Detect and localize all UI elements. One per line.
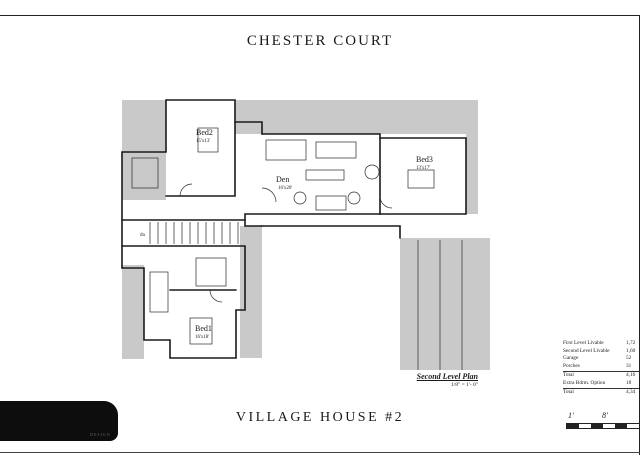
scalebar-segment xyxy=(579,424,591,428)
sqft-value: 18 xyxy=(626,379,632,386)
sqft-label: Garage xyxy=(563,355,579,362)
hall-closet xyxy=(265,139,307,161)
bath-upper-left xyxy=(131,157,159,189)
bed1-bed xyxy=(189,317,213,345)
wall-terrace xyxy=(261,225,401,239)
plan-caption: Second Level Plan 1/8" = 1'- 0" xyxy=(400,372,478,388)
sqft-row: First Level Livable 1,72 xyxy=(563,340,640,348)
sqft-row: Total 4,34 xyxy=(563,389,640,397)
footer-title: VILLAGE HOUSE #2 xyxy=(235,410,405,425)
room-size-bed2: 15'x13' xyxy=(196,139,210,144)
stair-label: dn xyxy=(140,233,146,238)
room-labels: Bed2 15'x13' Den 16'x20' Bed3 13'x17' Be… xyxy=(140,128,433,340)
sqft-label: Total xyxy=(563,371,574,378)
sqft-label: Porches xyxy=(563,362,580,369)
wall-bed1 xyxy=(121,245,246,359)
room-size-den: 16'x20' xyxy=(278,186,292,191)
door-swing-bed1 xyxy=(209,289,223,303)
plan-caption-title: Second Level Plan xyxy=(416,372,478,381)
sqft-row: Second Level Livable 1,60 xyxy=(563,348,640,356)
redaction-tail-text: DESIGN xyxy=(90,432,111,437)
scalebar-segment xyxy=(603,424,615,428)
square-footage-table: First Level Livable 1,72 Second Level Liv… xyxy=(563,340,640,396)
den-chair-right xyxy=(347,191,361,205)
sqft-value: 4,34 xyxy=(626,388,636,395)
scalebar-right-label: 8' xyxy=(602,411,608,420)
sqft-row: Extra Bdrm. Option 18 xyxy=(563,380,640,388)
room-name-den: Den xyxy=(276,175,289,184)
wall-den-south xyxy=(244,213,381,227)
right-gray-edge xyxy=(466,134,478,214)
scalebar-left-label: 1' xyxy=(568,411,574,420)
plan-walls xyxy=(121,99,467,359)
den-chair-left xyxy=(293,191,307,205)
door-swing-den xyxy=(261,187,277,203)
sqft-row: Total 4,16 xyxy=(563,372,640,380)
room-size-bed1: 16'x18' xyxy=(195,335,209,340)
sqft-row: Porches 31 xyxy=(563,363,640,371)
room-name-bed2: Bed2 xyxy=(196,128,213,137)
top-gray-strip xyxy=(235,100,478,134)
room-name-bed1: Bed1 xyxy=(195,324,212,333)
plan-details xyxy=(131,127,463,370)
bath-lower-left xyxy=(149,271,169,313)
door-swing-bed3 xyxy=(379,195,393,209)
den-round-table xyxy=(364,164,380,180)
scalebar-segment xyxy=(627,424,639,428)
bed3-bed xyxy=(407,169,435,189)
sqft-value: 52 xyxy=(626,355,632,362)
den-sofa xyxy=(305,169,345,181)
frame-top-rule xyxy=(0,15,640,16)
sqft-label: Second Level Livable xyxy=(563,347,610,354)
scalebar-segment xyxy=(615,424,627,428)
scalebar-segment xyxy=(591,424,603,428)
room-name-bed3: Bed3 xyxy=(416,155,433,164)
bed2-bed xyxy=(197,127,219,153)
sqft-divider xyxy=(563,387,639,389)
den-table xyxy=(315,195,347,211)
scalebar-segment xyxy=(567,424,579,428)
sqft-value: 1,60 xyxy=(626,347,636,354)
sqft-label: First Level Livable xyxy=(563,340,604,346)
sqft-label: Total xyxy=(563,388,574,395)
closet-lower xyxy=(195,257,227,287)
sqft-label: Extra Bdrm. Option xyxy=(563,379,606,386)
sqft-divider xyxy=(563,370,639,372)
sqft-value: 4,16 xyxy=(626,371,636,378)
room-size-bed3: 13'x17' xyxy=(416,166,430,171)
left-gray-wing xyxy=(122,100,166,200)
wall-bed2-south xyxy=(165,121,236,197)
sqft-value: 31 xyxy=(626,362,632,369)
sqft-row: Garage 52 xyxy=(563,355,640,363)
redaction-block xyxy=(0,401,118,441)
right-gray-block xyxy=(400,238,490,370)
plan-caption-scale: 1/8" = 1'- 0" xyxy=(450,382,478,388)
lower-left-gray xyxy=(122,265,144,359)
hall-built-in xyxy=(315,141,357,159)
frame-bottom-rule xyxy=(0,452,640,453)
wall-left xyxy=(121,99,167,269)
plan-gray-areas xyxy=(122,100,490,370)
wall-top-right xyxy=(261,133,467,215)
sqft-value: 1,72 xyxy=(626,340,636,346)
stair-treads xyxy=(149,222,239,244)
page-title: CHESTER COURT xyxy=(246,33,394,49)
door-swing-bed2 xyxy=(179,183,193,197)
